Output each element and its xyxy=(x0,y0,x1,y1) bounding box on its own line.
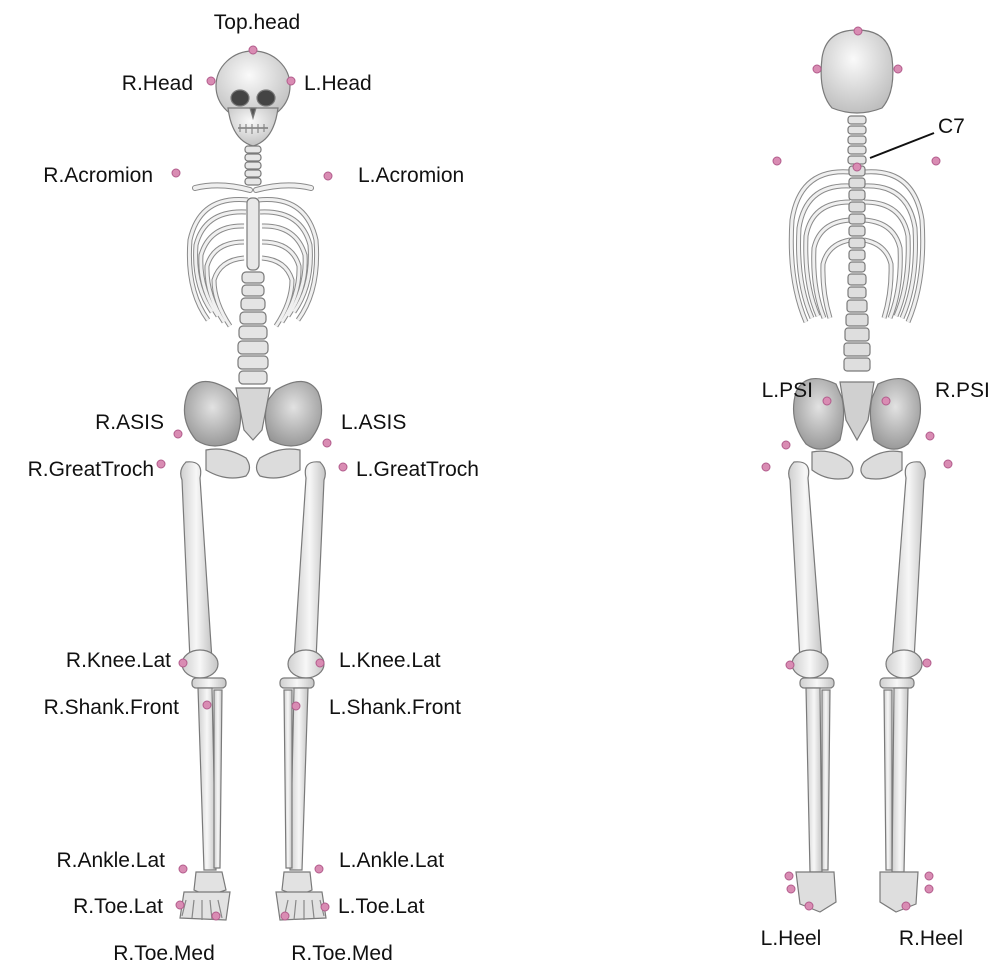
marker-l-greattroch xyxy=(339,463,347,471)
label-r-acromion: R.Acromion xyxy=(43,165,153,186)
marker-r-psi xyxy=(882,397,890,405)
back-tibias xyxy=(800,678,914,872)
marker-l-heel xyxy=(805,902,813,910)
marker-back-toe-left xyxy=(787,885,795,893)
label-r-toe-med-2: R.Toe.Med xyxy=(291,943,393,964)
label-r-asis: R.ASIS xyxy=(95,412,164,433)
label-l-psi: L.PSI xyxy=(762,380,813,401)
marker-l-toe-lat xyxy=(321,903,329,911)
c7-leader-line xyxy=(870,133,934,158)
label-l-toe-lat: L.Toe.Lat xyxy=(338,896,424,917)
marker-r-toe-med-1 xyxy=(212,912,220,920)
marker-l-shank-front xyxy=(292,702,300,710)
label-r-toe-med-1: R.Toe.Med xyxy=(113,943,215,964)
marker-back-troch-left xyxy=(762,463,770,471)
label-r-greattroch: R.GreatTroch xyxy=(28,459,154,480)
label-l-greattroch: L.GreatTroch xyxy=(356,459,479,480)
marker-r-asis xyxy=(174,430,182,438)
marker-l-acromion xyxy=(324,172,332,180)
marker-back-head-right xyxy=(813,65,821,73)
marker-r-ankle-lat xyxy=(179,865,187,873)
marker-r-greattroch xyxy=(157,460,165,468)
back-skull xyxy=(821,30,893,113)
label-l-shank-front: L.Shank.Front xyxy=(329,697,461,718)
marker-l-psi xyxy=(823,397,831,405)
marker-back-knee-right xyxy=(923,659,931,667)
marker-back-ankle-left xyxy=(785,872,793,880)
marker-back-troch-right xyxy=(944,460,952,468)
marker-back-top-head xyxy=(854,27,862,35)
marker-back-acromion-right xyxy=(932,157,940,165)
back-femurs xyxy=(789,462,926,678)
label-r-ankle-lat: R.Ankle.Lat xyxy=(56,850,165,871)
front-neck xyxy=(245,146,261,185)
label-l-knee-lat: L.Knee.Lat xyxy=(339,650,441,671)
marker-back-asis-right xyxy=(926,432,934,440)
marker-back-acromion-left xyxy=(773,157,781,165)
marker-l-ankle-lat xyxy=(315,865,323,873)
back-skeleton xyxy=(789,30,926,912)
front-femurs xyxy=(181,462,326,678)
marker-c7 xyxy=(853,163,861,171)
label-r-toe-lat: R.Toe.Lat xyxy=(73,896,163,917)
label-l-ankle-lat: L.Ankle.Lat xyxy=(339,850,444,871)
front-feet xyxy=(180,872,326,920)
marker-back-asis-left xyxy=(782,441,790,449)
marker-r-head xyxy=(207,77,215,85)
marker-l-head xyxy=(287,77,295,85)
label-l-acromion: L.Acromion xyxy=(358,165,464,186)
marker-r-toe-lat xyxy=(176,901,184,909)
label-c7: C7 xyxy=(938,116,965,137)
label-l-head: L.Head xyxy=(304,73,372,94)
marker-back-head-left xyxy=(894,65,902,73)
label-r-shank-front: R.Shank.Front xyxy=(44,697,179,718)
marker-top-head xyxy=(249,46,257,54)
front-pelvis xyxy=(184,381,321,478)
front-skull xyxy=(216,51,290,146)
marker-back-ankle-right xyxy=(925,872,933,880)
marker-r-toe-med-2 xyxy=(281,912,289,920)
label-r-heel: R.Heel xyxy=(899,928,963,949)
marker-r-acromion xyxy=(172,169,180,177)
label-l-asis: L.ASIS xyxy=(341,412,406,433)
front-spine xyxy=(238,272,268,384)
back-feet xyxy=(796,872,918,912)
marker-l-asis xyxy=(323,439,331,447)
front-skeleton xyxy=(180,51,326,920)
marker-l-knee-lat xyxy=(316,659,324,667)
label-r-head: R.Head xyxy=(122,73,193,94)
back-spine xyxy=(844,166,870,371)
marker-back-toe-right xyxy=(925,885,933,893)
label-r-knee-lat: R.Knee.Lat xyxy=(66,650,171,671)
marker-r-heel xyxy=(902,902,910,910)
label-l-heel: L.Heel xyxy=(761,928,822,949)
marker-r-shank-front xyxy=(203,701,211,709)
marker-back-knee-left xyxy=(786,661,794,669)
label-r-psi: R.PSI xyxy=(935,380,990,401)
label-top-head: Top.head xyxy=(214,12,300,33)
marker-r-knee-lat xyxy=(179,659,187,667)
